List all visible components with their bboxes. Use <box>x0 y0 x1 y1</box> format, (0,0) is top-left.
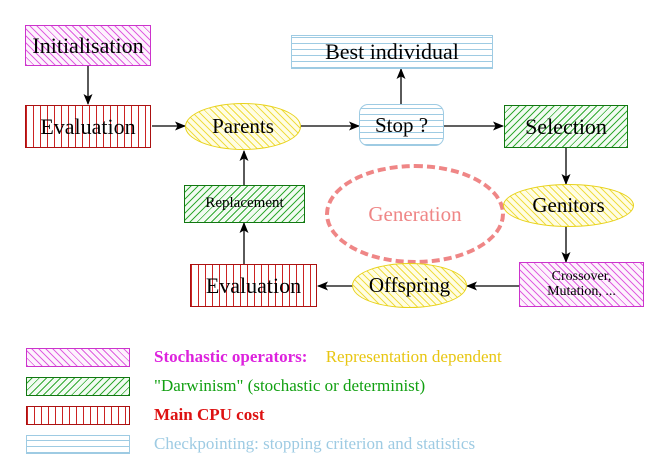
legend-label-darwinism: "Darwinism" (stochastic or determinist) <box>154 376 426 395</box>
node-genitors[interactable]: Genitors <box>503 184 634 227</box>
legend-swatch-red-vertical-hatch-icon <box>26 405 130 425</box>
legend-label-checkpointing: Checkpointing: stopping criterion and st… <box>154 434 476 453</box>
generation-cycle-ellipse: Generation <box>325 164 505 264</box>
node-crossover-mutation[interactable]: Crossover, Mutation, ... <box>519 262 644 307</box>
legend-text-stochastic: Stochastic operators: Representation dep… <box>154 347 502 367</box>
legend-label-main-cpu-cost: Main CPU cost <box>154 405 265 424</box>
node-evaluation-top-label: Evaluation <box>40 113 136 139</box>
legend-label-stochastic-operators: Stochastic operators: <box>154 347 308 366</box>
legend-text-cpu-cost: Main CPU cost <box>154 405 264 425</box>
node-initialisation-label: Initialisation <box>32 32 144 58</box>
legend-swatch-green-diagonal-hatch-icon <box>26 376 130 396</box>
node-best-individual[interactable]: Best individual <box>291 35 493 69</box>
legend-text-darwinism: "Darwinism" (stochastic or determinist) <box>154 376 425 396</box>
node-selection[interactable]: Selection <box>504 105 628 148</box>
node-replacement-label: Replacement <box>205 195 284 212</box>
legend-swatch-blue-horizontal-hatch-icon <box>26 434 130 454</box>
legend-swatch-magenta-diagonal-hatch-icon <box>26 347 130 367</box>
node-crossover-line1: Crossover, <box>551 268 612 284</box>
legend-text-checkpointing: Checkpointing: stopping criterion and st… <box>154 434 475 454</box>
node-crossover-line2: Mutation, ... <box>547 283 616 299</box>
legend-row-cpu-cost: Main CPU cost <box>26 403 264 427</box>
node-initialisation[interactable]: Initialisation <box>25 25 151 66</box>
node-offspring-label: Offspring <box>368 273 451 298</box>
node-best-individual-label: Best individual <box>325 39 459 65</box>
legend-row-stochastic-operators: Stochastic operators: Representation dep… <box>26 345 502 369</box>
legend: Stochastic operators: Representation dep… <box>0 335 662 471</box>
node-evaluation-bottom-label: Evaluation <box>205 272 302 298</box>
node-selection-label: Selection <box>525 113 607 139</box>
node-evaluation-top[interactable]: Evaluation <box>25 105 151 148</box>
node-parents[interactable]: Parents <box>185 103 301 150</box>
node-evaluation-bottom[interactable]: Evaluation <box>190 264 317 307</box>
legend-row-darwinism: "Darwinism" (stochastic or determinist) <box>26 374 425 398</box>
node-stop-label: Stop ? <box>374 112 429 137</box>
node-genitors-label: Genitors <box>532 193 605 218</box>
node-parents-label: Parents <box>212 114 274 139</box>
legend-row-checkpointing: Checkpointing: stopping criterion and st… <box>26 432 475 456</box>
node-offspring[interactable]: Offspring <box>352 263 467 308</box>
node-replacement[interactable]: Replacement <box>184 185 305 223</box>
node-stop[interactable]: Stop ? <box>359 104 444 146</box>
legend-label-representation-dependent: Representation dependent <box>325 347 502 366</box>
generation-label: Generation <box>368 201 462 226</box>
